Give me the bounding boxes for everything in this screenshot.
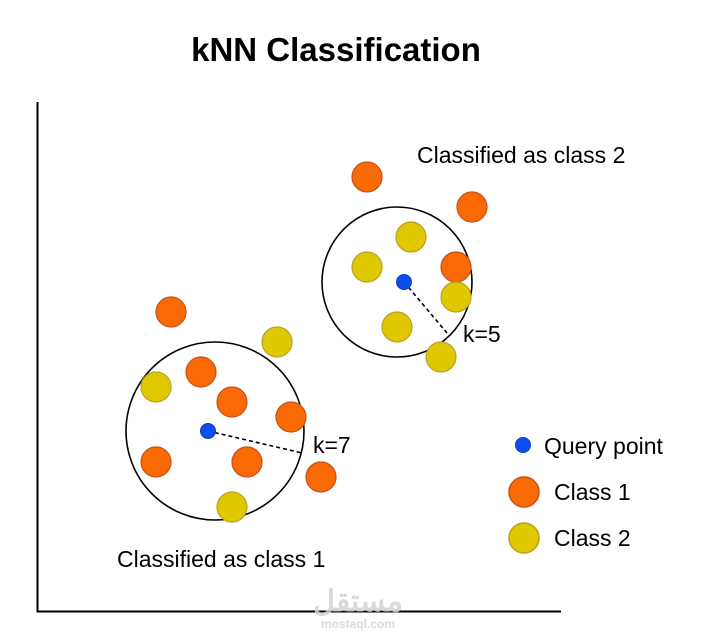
query-point-upper — [396, 274, 412, 290]
class1-point — [351, 161, 383, 193]
class1-point — [216, 386, 248, 418]
diagram-title: kNN Classification — [191, 31, 481, 68]
query-point-lower — [200, 423, 216, 439]
legend-query-label: Query point — [544, 433, 664, 459]
class1-point — [140, 446, 172, 478]
legend: Query point Class 1 Class 2 — [508, 433, 664, 554]
watermark: مستقل mostaql.com — [313, 585, 403, 631]
class2-point — [425, 341, 457, 373]
class2-point — [440, 281, 472, 313]
annotation-lower: Classified as class 1 — [117, 546, 325, 572]
class2-point — [351, 251, 383, 283]
legend-class2-marker — [508, 522, 540, 554]
class2-point — [140, 371, 172, 403]
k-radius-line-lower — [207, 430, 303, 454]
groups-layer — [125, 206, 473, 521]
legend-query-marker — [515, 437, 531, 453]
class2-point — [261, 326, 293, 358]
class1-point — [456, 191, 488, 223]
class1-point — [440, 251, 472, 283]
k-label-upper: k=5 — [463, 321, 501, 347]
neighborhood-circle-upper — [321, 206, 473, 358]
class2-point — [216, 491, 248, 523]
k-label-lower: k=7 — [313, 432, 351, 458]
legend-class2-label: Class 2 — [554, 525, 631, 551]
annotation-upper: Classified as class 2 — [417, 142, 625, 168]
neighborhood-circle-lower — [125, 341, 305, 521]
class2-point — [381, 311, 413, 343]
points-layer — [140, 161, 488, 523]
watermark-latin: mostaql.com — [321, 617, 395, 631]
class1-point — [305, 461, 337, 493]
class1-point — [185, 356, 217, 388]
class1-point — [155, 296, 187, 328]
class1-point — [231, 446, 263, 478]
legend-class1-marker — [508, 476, 540, 508]
legend-class1-label: Class 1 — [554, 479, 631, 505]
class2-point — [395, 221, 427, 253]
watermark-arabic: مستقل — [313, 585, 403, 618]
class1-point — [275, 401, 307, 433]
